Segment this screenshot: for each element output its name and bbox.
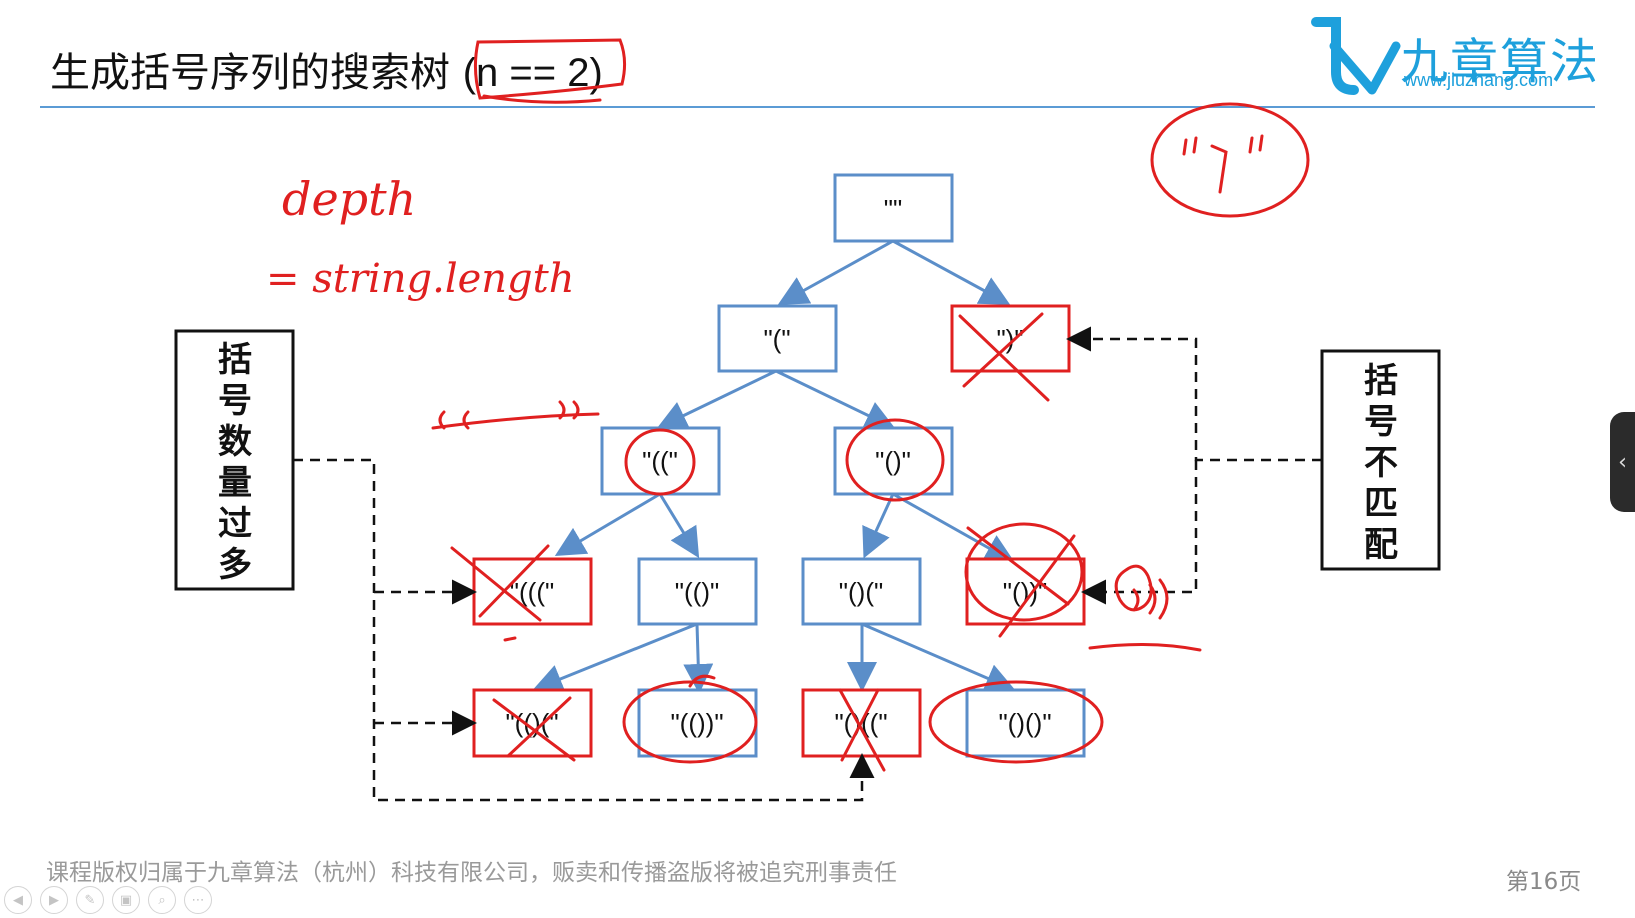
logo-wordmark: 九章算法	[1400, 34, 1601, 90]
next-slide-icon[interactable]: ▶	[40, 886, 68, 914]
ink-string-length: = string.length	[266, 256, 575, 302]
ink-circle-oocc	[622, 680, 758, 764]
edge-root-close	[892, 239, 1011, 305]
node-close-pruned	[950, 304, 1071, 373]
logo-url: www.jiuzhang.com	[1404, 70, 1554, 90]
dashed-right-to-close	[1066, 326, 1322, 462]
node-label: "("	[763, 324, 790, 354]
edge-open-oo	[656, 369, 777, 430]
logo-mark-icon	[1311, 17, 1401, 95]
edge-oco-occo	[861, 622, 1016, 693]
ink-mark	[688, 674, 716, 688]
page-title: 生成括号序列的搜索树 (n == 2)	[50, 40, 603, 98]
edge-oc-oco	[862, 493, 895, 559]
right-label-char: 括	[1364, 361, 1398, 401]
ink-underline-title	[482, 94, 602, 104]
node-label: ")"	[996, 324, 1023, 354]
ink-cross-occ	[966, 526, 1076, 638]
zoom-icon[interactable]: ⌕	[148, 886, 176, 914]
right-label-char: 配	[1364, 525, 1398, 565]
title-divider	[40, 106, 1595, 108]
logo: 九章算法 www.jiuzhang.com	[1308, 10, 1598, 100]
ink-circle-occ	[964, 522, 1084, 622]
chevron-left-icon: ‹	[1618, 449, 1627, 475]
player-controls: ◀ ▶ ✎ ▣ ⌕ ⋯	[4, 886, 212, 916]
right-label: 括 号 不 匹 配	[1364, 361, 1398, 565]
left-label-char: 数	[218, 422, 252, 462]
edge-oo-ooc	[658, 493, 700, 559]
ink-circle-occo	[928, 680, 1104, 764]
ink-box-title	[473, 38, 627, 100]
ink-occ-sketch	[1114, 564, 1169, 620]
left-label-char: 多	[218, 545, 252, 585]
node-label: "(("	[642, 446, 678, 476]
edge-oo-ooo	[554, 492, 661, 557]
right-label-box	[1320, 349, 1441, 571]
node-ooc	[637, 557, 758, 626]
node-open	[717, 304, 838, 373]
ink-parens-sketch	[438, 400, 580, 430]
prev-slide-icon[interactable]: ◀	[4, 886, 32, 914]
dashed-right-to-occ	[1081, 460, 1198, 605]
ink-cross-ococ	[838, 688, 886, 772]
ink-circle-oo	[624, 428, 696, 496]
dashed-left-trunk	[293, 458, 875, 802]
edge-root-open	[777, 239, 894, 305]
right-label-char: 不	[1364, 443, 1398, 483]
node-oo	[600, 426, 721, 496]
pen-icon[interactable]: ✎	[76, 886, 104, 914]
ink-close-paren-sketch	[1182, 134, 1264, 194]
left-label-box	[174, 329, 295, 591]
more-icon[interactable]: ⋯	[184, 886, 212, 914]
node-label: "(()"	[675, 577, 719, 607]
edge-ooc-oocp	[532, 622, 698, 693]
left-label-char: 号	[218, 381, 252, 421]
title-text: 生成括号序列的搜索树	[50, 50, 450, 96]
node-oco	[801, 557, 922, 626]
left-label-char: 过	[218, 504, 252, 544]
left-label-char: 括	[218, 340, 252, 380]
left-label: 括 号 数 量 过 多	[218, 340, 252, 585]
ink-cross-ooo	[450, 544, 550, 622]
left-label-char: 量	[218, 463, 252, 503]
ink-underline-occ	[1088, 642, 1202, 652]
node-root	[833, 173, 954, 243]
page-number: 第16页	[1506, 869, 1582, 895]
ink-depth-note: depth = string.length	[266, 172, 575, 302]
edge-oc-occ	[892, 492, 1016, 563]
copyright-notice: 课程版权归属于九章算法（杭州）科技有限公司，贩卖和传播盗版将被追究刑事责任	[46, 860, 897, 886]
dashed-connectors	[293, 326, 1322, 802]
ink-mark	[503, 636, 517, 642]
edge-open-oc	[775, 369, 896, 430]
ink-depth-word: depth	[282, 172, 416, 226]
right-label-char: 匹	[1364, 484, 1398, 524]
tree-nodes	[472, 173, 1086, 758]
ink-cross-oocp	[492, 696, 576, 762]
ink-underline-oo	[431, 412, 600, 430]
ink-cross-close	[958, 312, 1050, 402]
side-panel-toggle[interactable]: ‹	[1610, 412, 1635, 512]
node-oocc	[637, 688, 758, 758]
copy-icon[interactable]: ▣	[112, 886, 140, 914]
ink-circle-close	[1150, 102, 1310, 218]
ink-annotations	[431, 38, 1310, 772]
node-occo	[965, 688, 1086, 758]
node-labels: "" "(" ")" "((" "()" "(((" "(()" "()(" "…	[505, 194, 1051, 738]
ink-circle-oc	[845, 418, 945, 502]
node-label: "()("	[839, 577, 883, 607]
right-label-char: 号	[1364, 402, 1398, 442]
node-label: ""	[884, 194, 902, 224]
node-label: "(())"	[670, 708, 723, 738]
node-label: "()()"	[998, 708, 1051, 738]
node-label: "()"	[875, 446, 911, 476]
